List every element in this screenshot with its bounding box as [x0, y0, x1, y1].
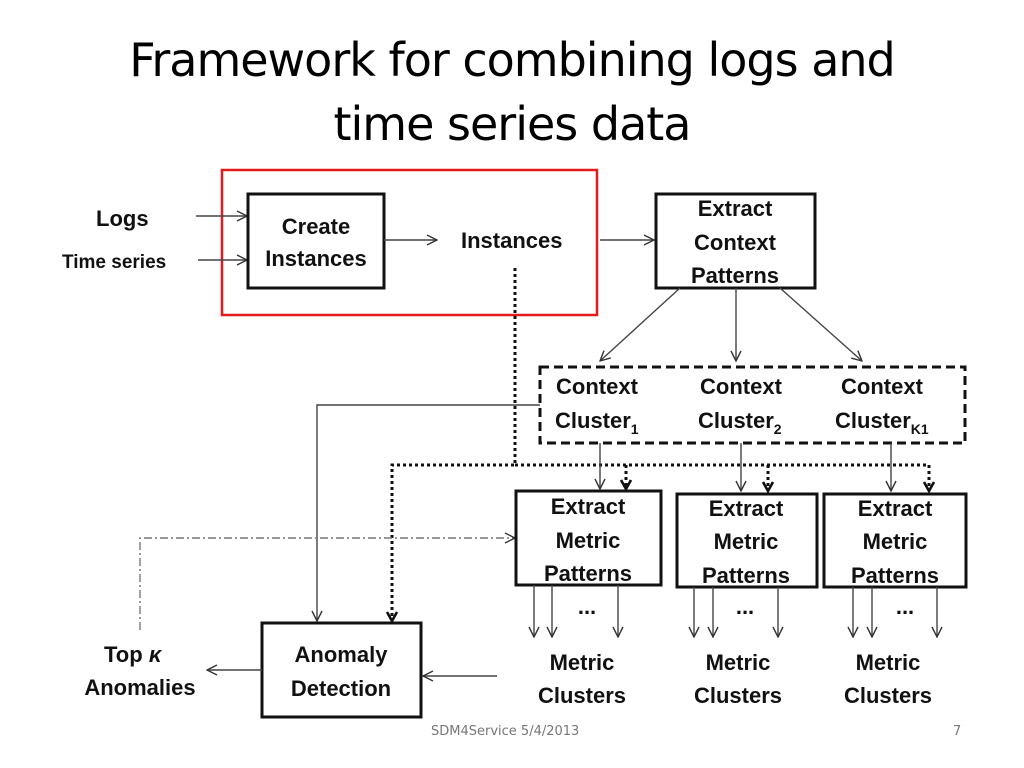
metric-clusters-3-line-1: Metric: [856, 650, 921, 675]
svg-text:Cluster2: Cluster2: [698, 408, 782, 437]
context-cluster-1-base: Cluster: [555, 408, 631, 433]
metric-clusters-1-line-1: Metric: [550, 650, 615, 675]
anomaly-detection-box: Anomaly Detection: [260, 621, 423, 719]
svg-text:Top κ: Top κ: [104, 642, 163, 667]
context-cluster-2-sub: 2: [774, 421, 782, 437]
input-logs-label: Logs: [96, 206, 149, 231]
extract-metric-2-line-1: Extract: [709, 496, 784, 521]
instances-dotted-line: [392, 268, 517, 621]
kappa-symbol: κ: [149, 642, 163, 667]
context-clusters-group: [538, 365, 967, 445]
metric-arrows-group-2: [694, 587, 778, 637]
feedback-dashdot-line: [139, 538, 515, 630]
top-anomalies-top: Top: [104, 642, 143, 667]
context-arrow-3: [779, 287, 862, 361]
extract-context-line-3: Patterns: [691, 263, 779, 288]
input-time-series-label: Time series: [62, 252, 166, 273]
metric-ellipsis-3: ...: [896, 594, 914, 619]
metric-clusters-1-line-2: Clusters: [538, 683, 626, 708]
slide-title: Framework for combining logs and time se…: [0, 28, 1024, 156]
footer-text: SDM4Service 5/4/2013: [431, 724, 580, 739]
extract-metric-3-line-3: Patterns: [851, 563, 939, 588]
metric-clusters-3: Metric Clusters: [844, 650, 932, 708]
metric-clusters-1: Metric Clusters: [538, 650, 626, 708]
slide-title-line-1: Framework for combining logs and: [129, 33, 896, 87]
context-cluster-1: Context Cluster1: [555, 374, 639, 437]
metric-ellipsis-1: ...: [578, 594, 596, 619]
metric-clusters-2-line-1: Metric: [706, 650, 771, 675]
context-to-anomaly-line: [317, 404, 540, 621]
anomaly-detection-line-1: Anomaly: [295, 642, 389, 667]
metric-clusters-2-line-2: Clusters: [694, 683, 782, 708]
context-cluster-k1-base: Cluster: [835, 408, 911, 433]
metric-arrows-group-3: [853, 587, 937, 637]
create-instances-line-1: Create: [282, 214, 350, 239]
metric-ellipsis-2: ...: [736, 594, 754, 619]
context-cluster-2-line-1: Context: [700, 374, 783, 399]
extract-metric-3-line-2: Metric: [863, 529, 928, 554]
context-cluster-k1: Context ClusterK1: [835, 374, 929, 437]
extract-metric-1-line-2: Metric: [556, 528, 621, 553]
svg-text:Cluster1: Cluster1: [555, 408, 639, 437]
extract-metric-3-line-1: Extract: [858, 496, 933, 521]
context-cluster-k1-sub: K1: [911, 421, 929, 437]
create-instances-line-2: Instances: [265, 246, 367, 271]
context-cluster-1-line-1: Context: [556, 374, 639, 399]
create-instances-box: Create Instances: [246, 192, 386, 290]
extract-metric-2-line-3: Patterns: [702, 563, 790, 588]
slide-title-line-2: time series data: [333, 97, 691, 151]
context-cluster-k1-line-1: Context: [841, 374, 924, 399]
extract-context-patterns-box: Extract Context Patterns: [654, 192, 817, 290]
page-number: 7: [953, 724, 962, 739]
metric-clusters-3-line-2: Clusters: [844, 683, 932, 708]
extract-context-line-1: Extract: [698, 196, 773, 221]
metric-arrows-group-1: [534, 585, 618, 637]
top-anomalies-label: Top κ Anomalies: [84, 642, 195, 700]
svg-text:ClusterK1: ClusterK1: [835, 408, 929, 437]
extract-metric-2-line-2: Metric: [714, 529, 779, 554]
context-cluster-1-sub: 1: [631, 421, 639, 437]
instances-label: Instances: [461, 228, 563, 253]
extract-metric-1-line-1: Extract: [551, 494, 626, 519]
extract-metric-patterns-box-3: Extract Metric Patterns: [822, 492, 968, 589]
context-arrow-1: [600, 287, 681, 361]
highlight-box: [220, 168, 599, 317]
top-anomalies-line-2: Anomalies: [84, 675, 195, 700]
anomaly-detection-line-2: Detection: [291, 676, 391, 701]
extract-metric-1-line-3: Patterns: [544, 561, 632, 586]
context-cluster-2: Context Cluster2: [698, 374, 783, 437]
extract-metric-patterns-box-2: Extract Metric Patterns: [675, 492, 819, 589]
context-cluster-2-base: Cluster: [698, 408, 774, 433]
extract-metric-patterns-box-1: Extract Metric Patterns: [514, 489, 663, 587]
extract-context-line-2: Context: [694, 230, 777, 255]
metric-clusters-2: Metric Clusters: [694, 650, 782, 708]
